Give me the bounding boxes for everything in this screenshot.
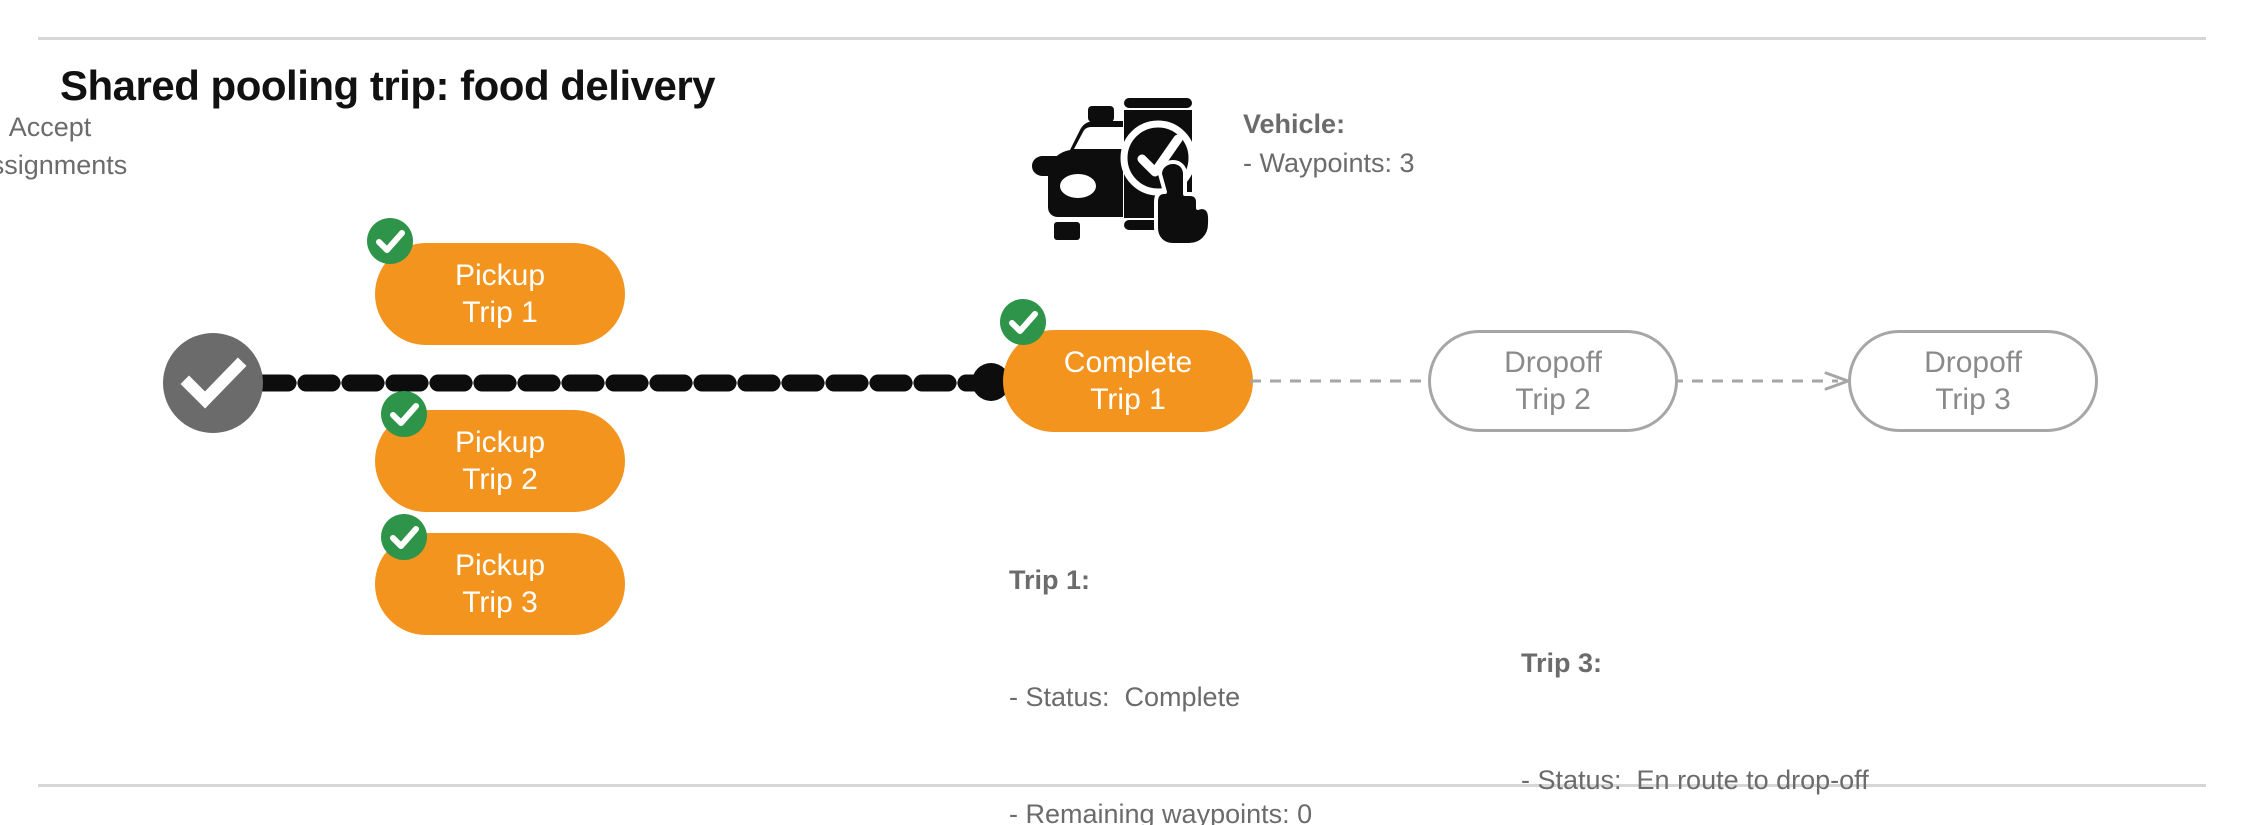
- check-icon: [390, 403, 419, 426]
- accept-assignments-label: Accept Assignments: [0, 108, 160, 184]
- check-badge-icon-pickup-3: [381, 514, 427, 560]
- check-badge-icon-pickup-2: [381, 391, 427, 437]
- accept-circle: [163, 333, 263, 433]
- vehicle-info-block: Vehicle: - Waypoints: 3: [1243, 105, 1415, 183]
- complete-trip-1-node[interactable]: Complete Trip 1: [1003, 330, 1253, 432]
- pickup-trip-2-line-1: Pickup: [454, 426, 546, 459]
- dashed-connector-complete-to-dropoff2: [1250, 379, 1432, 383]
- pickup-trip-1-line-2: Trip 1: [462, 296, 538, 329]
- main-dashed-connector: [258, 374, 998, 392]
- divider-top: [38, 37, 2206, 40]
- page-title: Shared pooling trip: food delivery: [60, 62, 716, 109]
- dropoff-trip-3-line-1: Dropoff: [1924, 346, 2022, 379]
- pickup-trip-2-line-2: Trip 2: [462, 463, 538, 496]
- dropoff-trip-3-line-2: Trip 3: [1935, 383, 2011, 416]
- check-icon: [1009, 311, 1038, 334]
- pickup-trip-3-line-2: Trip 3: [462, 586, 538, 619]
- vehicle-heading: Vehicle:: [1243, 109, 1346, 139]
- trip-details-right-column: Trip 3: - Status: En route to drop-off -…: [1521, 566, 1869, 825]
- trip-3-heading: Trip 3:: [1521, 648, 1603, 678]
- check-badge-icon-pickup-1: [367, 218, 413, 264]
- pickup-trip-1-node[interactable]: Pickup Trip 1: [375, 243, 625, 345]
- pickup-trip-3-line-1: Pickup: [454, 549, 546, 582]
- trip-1-waypoints-line: - Remaining waypoints: 0: [1009, 799, 1313, 825]
- accept-label-line-1: Accept: [8, 112, 92, 142]
- trip-details-left-column: Trip 1: - Status: Complete - Remaining w…: [1009, 483, 1357, 825]
- check-icon: [390, 526, 419, 549]
- dropoff-trip-2-node[interactable]: Dropoff Trip 2: [1428, 330, 1678, 432]
- pickup-trip-1-line-1: Pickup: [454, 259, 546, 292]
- check-badge-icon-complete-1: [1000, 299, 1046, 345]
- complete-trip-1-line-2: Trip 1: [1090, 383, 1166, 416]
- trip-1-status-line: - Status: Complete: [1009, 682, 1241, 712]
- dropoff-trip-2-line-2: Trip 2: [1515, 383, 1591, 416]
- dashed-arrow-dropoff2-to-dropoff3: [1672, 371, 1850, 391]
- complete-trip-1-line-1: Complete: [1063, 346, 1193, 379]
- accept-label-line-2: Assignments: [0, 150, 128, 180]
- trip-1-heading: Trip 1:: [1009, 565, 1091, 595]
- vehicle-waypoints-line: - Waypoints: 3: [1243, 148, 1415, 178]
- dropoff-trip-3-node[interactable]: Dropoff Trip 3: [1848, 330, 2098, 432]
- trip-3-status-line: - Status: En route to drop-off: [1521, 765, 1869, 795]
- divider-bottom: [38, 784, 2206, 787]
- car-phone-check-icon: [1032, 98, 1213, 247]
- accept-assignments-node[interactable]: [163, 333, 263, 433]
- dropoff-trip-2-line-1: Dropoff: [1504, 346, 1602, 379]
- check-circle-icon: [180, 357, 247, 409]
- check-icon: [376, 230, 405, 253]
